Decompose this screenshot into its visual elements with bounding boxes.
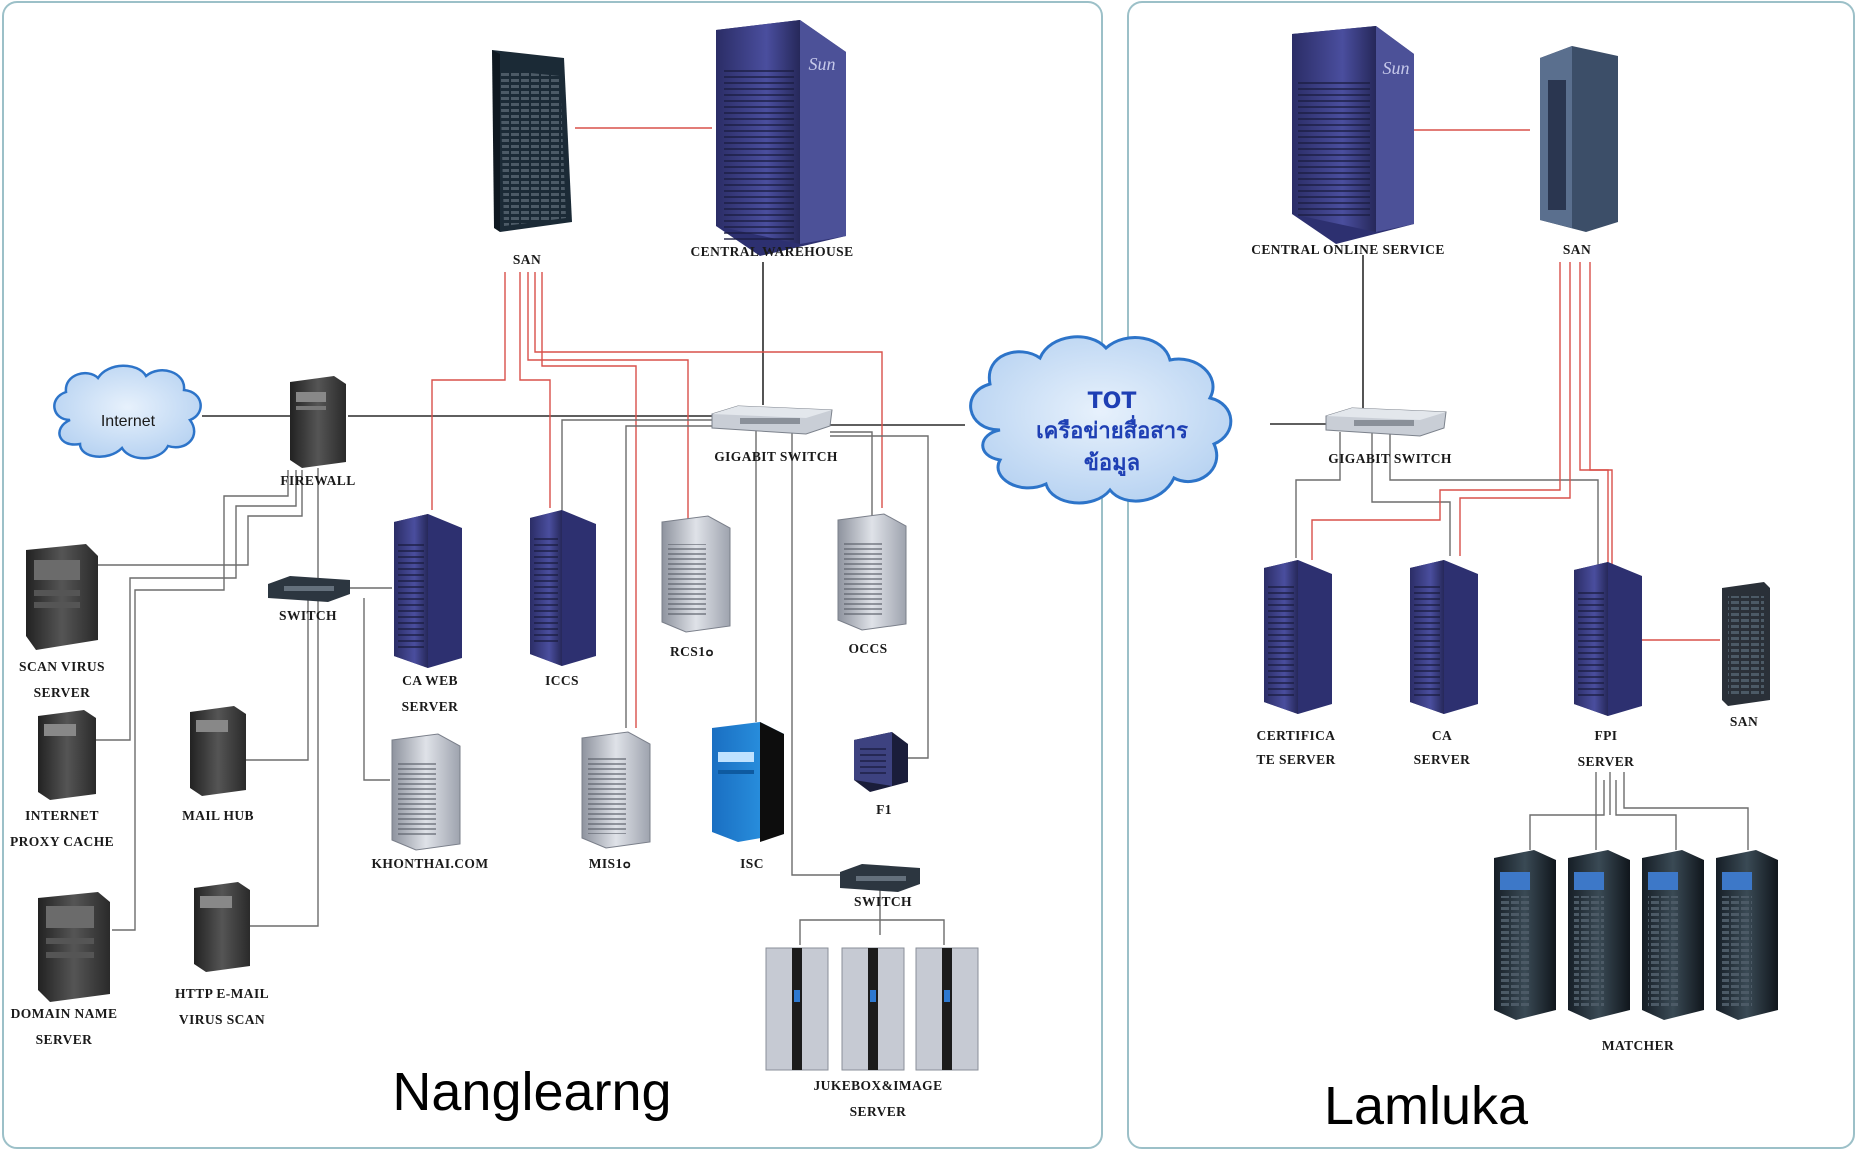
gigabit-switch-left-icon [711,405,833,435]
mail-hub-icon [190,706,246,796]
internet-proxy-label-1: INTERNET [25,808,99,823]
switch-bottom-label: SWITCH [854,894,912,909]
isc-label: ISC [740,856,764,871]
iccs-label: ICCS [545,673,579,688]
firewall-icon [290,376,346,468]
tot-line3: ข้อมูล [1084,451,1140,477]
ca-web-label-1: CA WEB [402,673,458,688]
ca-server-label-2: SERVER [1414,752,1471,767]
jukebox-label-1: JUKEBOX&IMAGE [814,1078,943,1093]
ca-web-label-2: SERVER [402,699,459,714]
iccs-server-icon [530,510,596,666]
matcher-1-icon [1494,850,1556,1020]
tot-line2: เครือข่ายสื่อสาร [1036,414,1188,444]
internet-proxy-cache-icon [38,710,96,800]
internet-proxy-label-2: PROXY CACHE [10,834,114,849]
fpi-label-1: FPI [1595,728,1618,743]
central-warehouse-icon: Sun [716,20,846,256]
lamluka-title: Lamluka [1324,1076,1529,1136]
isc-server-icon [712,722,784,842]
fpi-label-2: SERVER [1578,754,1635,769]
central-online-label: CENTRAL ONLINE SERVICE [1251,242,1445,257]
mail-hub-label: MAIL HUB [182,808,254,823]
http-email-label-1: HTTP E-MAIL [175,986,269,1001]
mis10-label: MIS1๐ [589,856,632,871]
matcher-label: MATCHER [1602,1038,1674,1053]
scan-virus-label-2: SERVER [34,685,91,700]
tot-title: TOT [1088,389,1137,414]
occs-server-icon [837,513,907,631]
san-small-icon [1722,582,1770,706]
switch-left-icon [268,576,350,602]
scan-virus-server-icon [26,544,98,650]
scan-virus-label-1: SCAN VIRUS [19,659,105,674]
ca-server-icon [1410,560,1478,714]
san-right-icon [1540,46,1618,232]
svg-text:Sun: Sun [1383,58,1410,78]
matcher-2-icon [1568,850,1630,1020]
links-right [1270,129,1749,850]
san-left-label: SAN [513,252,541,267]
khonthai-label: KHONTHAI.COM [372,856,489,871]
jukebox-server-1-icon [765,947,829,1071]
matcher-3-icon [1642,850,1704,1020]
domain-name-label-1: DOMAIN NAME [11,1006,118,1021]
certificate-server-icon [1264,560,1332,714]
http-email-virus-scan-icon [194,882,250,972]
jukebox-label-2: SERVER [850,1104,907,1119]
san-small-label: SAN [1730,714,1758,729]
matcher-4-icon [1716,850,1778,1020]
gigabit-switch-left-label: GIGABIT SWITCH [714,449,838,464]
nanglearng-title: Nanglearng [392,1062,671,1122]
jukebox-server-2-icon [841,947,905,1071]
labels-right: CENTRAL ONLINE SERVICE SAN GIGABIT SWITC… [1251,242,1758,1136]
san-right-label: SAN [1563,242,1591,257]
gigabit-switch-right-label: GIGABIT SWITCH [1328,451,1452,466]
jukebox-server-3-icon [915,947,979,1071]
certifica-label-2: TE SERVER [1256,752,1335,767]
lamluka-panel [1127,1,1855,1149]
gigabit-switch-right-icon [1325,407,1447,437]
f1-label: F1 [876,802,892,817]
occs-label: OCCS [848,641,887,656]
ca-server-label-1: CA [1432,728,1452,743]
switch-bottom-icon [840,864,920,892]
links-left [95,127,965,945]
khonthai-server-icon [391,733,461,851]
internet-label: Internet [101,413,156,430]
internet-cloud: Internet [53,364,202,460]
certifica-label-1: CERTIFICA [1257,728,1336,743]
nanglearng-panel [2,1,1103,1149]
http-email-label-2: VIRUS SCAN [179,1012,265,1027]
central-online-service-icon: Sun [1292,26,1414,244]
f1-server-icon [854,732,908,792]
rcs10-server-icon [661,515,731,633]
central-warehouse-label: CENTRAL WAREHOUSE [691,244,854,259]
labels-left: SAN CENTRAL WAREHOUSE FIREWALL GIGABIT S… [10,244,943,1122]
svg-text:Sun: Sun [809,54,836,74]
tot-cloud: TOT เครือข่ายสื่อสาร ข้อมูล [969,335,1233,505]
firewall-label: FIREWALL [280,473,355,488]
san-left-icon [492,50,572,232]
mis10-server-icon [581,731,651,849]
fpi-server-icon [1574,562,1642,716]
ca-web-server-icon [394,514,462,668]
domain-name-server-icon [38,892,110,1002]
switch-left-label: SWITCH [279,608,337,623]
rcs10-label: RCS1๐ [670,644,714,659]
domain-name-label-2: SERVER [36,1032,93,1047]
